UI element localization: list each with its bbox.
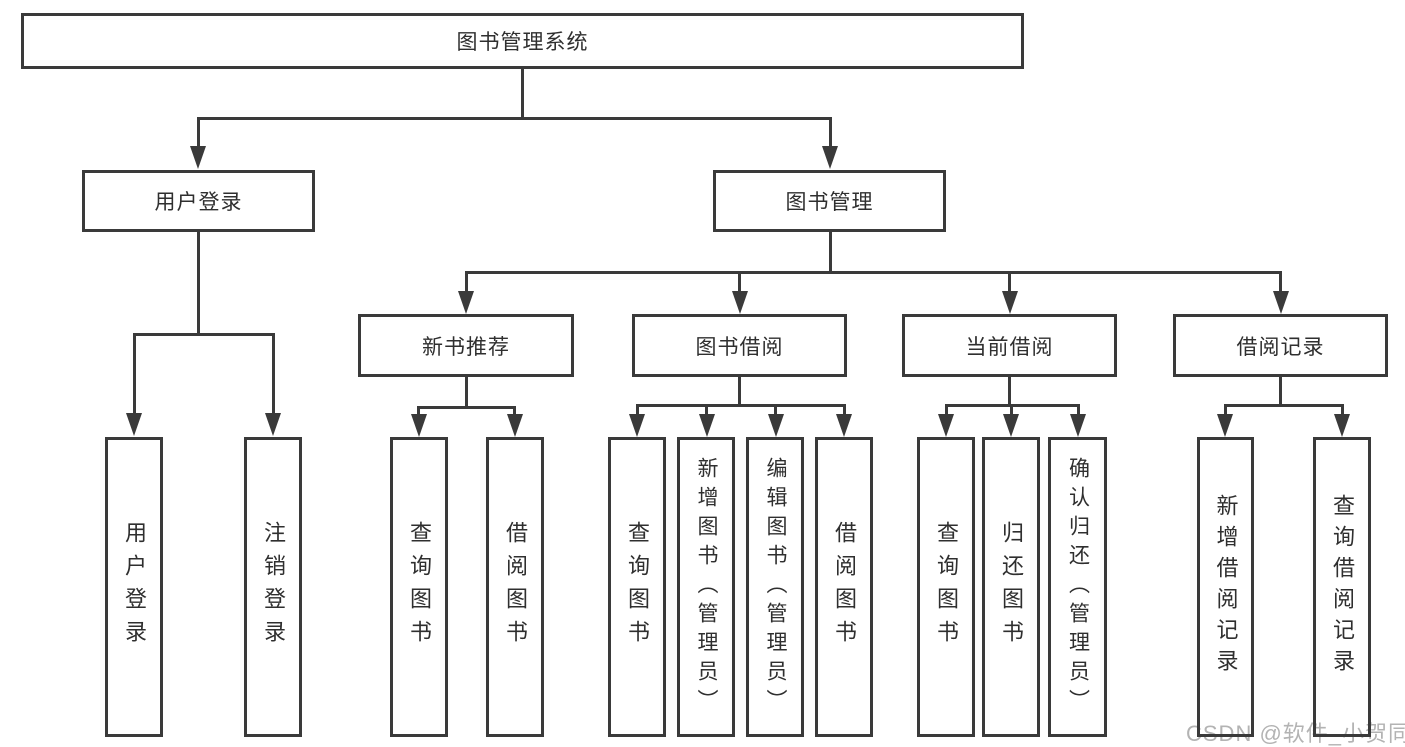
arrow-down-icon xyxy=(938,414,954,437)
connector-line xyxy=(738,377,741,407)
connector-line xyxy=(635,404,639,416)
arrow-down-icon xyxy=(836,414,852,437)
connector-line xyxy=(1279,377,1282,407)
leaf-borrow-books-borrowing: 借阅图书 xyxy=(815,437,873,737)
connector-line xyxy=(417,406,420,416)
connector-line xyxy=(705,404,708,416)
leaf-confirm-return-admin: 确认归还（管理员） xyxy=(1048,437,1107,737)
arrow-down-icon xyxy=(1272,291,1289,314)
leaf-query-borrow-record: 查询借阅记录 xyxy=(1313,437,1371,737)
connector-line xyxy=(842,404,846,416)
arrow-down-icon xyxy=(1334,414,1350,437)
connector-line xyxy=(132,333,275,336)
arrow-down-icon xyxy=(410,414,427,437)
node-root-library-system: 图书管理系统 xyxy=(21,13,1024,69)
arrow-down-icon xyxy=(698,414,715,437)
connector-line xyxy=(513,406,516,416)
connector-line xyxy=(271,333,275,414)
arrow-down-icon xyxy=(126,413,142,436)
node-book-management: 图书管理 xyxy=(713,170,946,232)
node-book-borrowing: 图书借阅 xyxy=(632,314,847,377)
leaf-return-books: 归还图书 xyxy=(982,437,1040,737)
leaf-query-books-current: 查询图书 xyxy=(917,437,975,737)
connector-line xyxy=(944,404,948,416)
connector-line xyxy=(464,271,468,293)
connector-line xyxy=(1008,271,1011,293)
arrow-down-icon xyxy=(767,414,784,437)
arrow-down-icon xyxy=(506,414,523,437)
leaf-edit-books-admin: 编辑图书（管理员） xyxy=(746,437,804,737)
arrow-down-icon xyxy=(458,291,474,314)
node-current-borrowing: 当前借阅 xyxy=(902,314,1117,377)
connector-line xyxy=(1279,271,1282,293)
node-new-book-recommend: 新书推荐 xyxy=(358,314,574,377)
connector-line xyxy=(738,271,741,293)
connector-line xyxy=(1223,404,1343,407)
leaf-add-borrow-record: 新增借阅记录 xyxy=(1197,437,1254,737)
connector-line xyxy=(1009,404,1013,416)
connector-line xyxy=(520,69,524,119)
arrow-down-icon xyxy=(822,146,838,169)
connector-line xyxy=(1340,404,1344,416)
leaf-logout: 注销登录 xyxy=(244,437,302,737)
leaf-user-login: 用户登录 xyxy=(105,437,163,737)
connector-line xyxy=(464,271,1282,274)
arrow-down-icon xyxy=(629,414,645,437)
arrow-down-icon xyxy=(1070,414,1086,437)
node-borrowing-records: 借阅记录 xyxy=(1173,314,1388,377)
connector-line xyxy=(197,117,832,120)
arrow-down-icon xyxy=(1217,414,1233,437)
leaf-query-books-recommend: 查询图书 xyxy=(390,437,448,737)
connector-line xyxy=(464,377,468,409)
arrow-down-icon xyxy=(1001,291,1018,314)
node-user-login: 用户登录 xyxy=(82,170,315,232)
connector-line xyxy=(635,404,846,407)
connector-line xyxy=(828,232,832,274)
connector-line xyxy=(196,117,200,148)
leaf-borrow-books-recommend: 借阅图书 xyxy=(486,437,544,737)
leaf-add-books-admin: 新增图书（管理员） xyxy=(677,437,735,737)
connector-line xyxy=(196,232,200,336)
connector-line xyxy=(1223,404,1227,416)
connector-line xyxy=(132,333,136,414)
connector-line xyxy=(1008,377,1011,407)
connector-line xyxy=(417,406,516,409)
arrow-down-icon xyxy=(1003,414,1019,437)
arrow-down-icon xyxy=(190,146,206,169)
connector-line xyxy=(774,404,777,416)
connector-line xyxy=(828,117,832,148)
arrow-down-icon xyxy=(265,413,281,436)
connector-line xyxy=(1076,404,1080,416)
arrow-down-icon xyxy=(731,291,748,314)
leaf-query-books-borrowing: 查询图书 xyxy=(608,437,666,737)
